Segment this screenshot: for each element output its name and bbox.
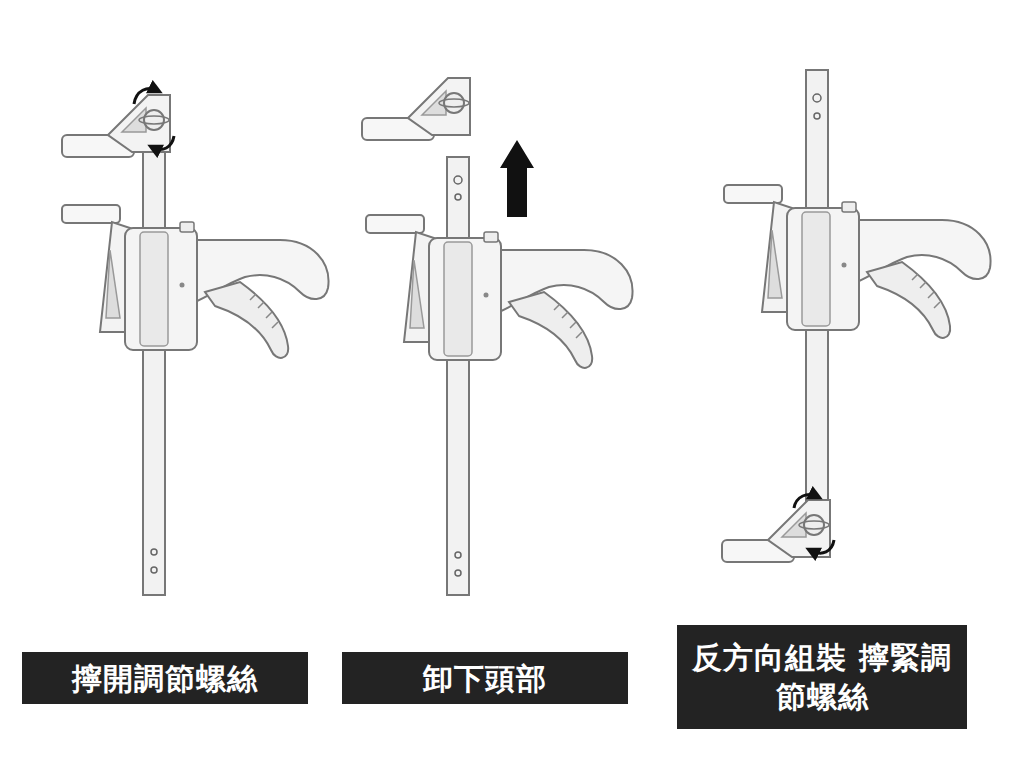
caption-box: 卸下頭部 (342, 652, 628, 704)
caption-text: 卸下頭部 (423, 659, 547, 698)
caption-text: 反方向組裝 擰緊調節螺絲 (691, 638, 953, 716)
caption-box: 擰開調節螺絲 (22, 652, 308, 704)
caption-box: 反方向組裝 擰緊調節螺絲 (677, 625, 967, 729)
caption-text: 擰開調節螺絲 (72, 659, 258, 698)
